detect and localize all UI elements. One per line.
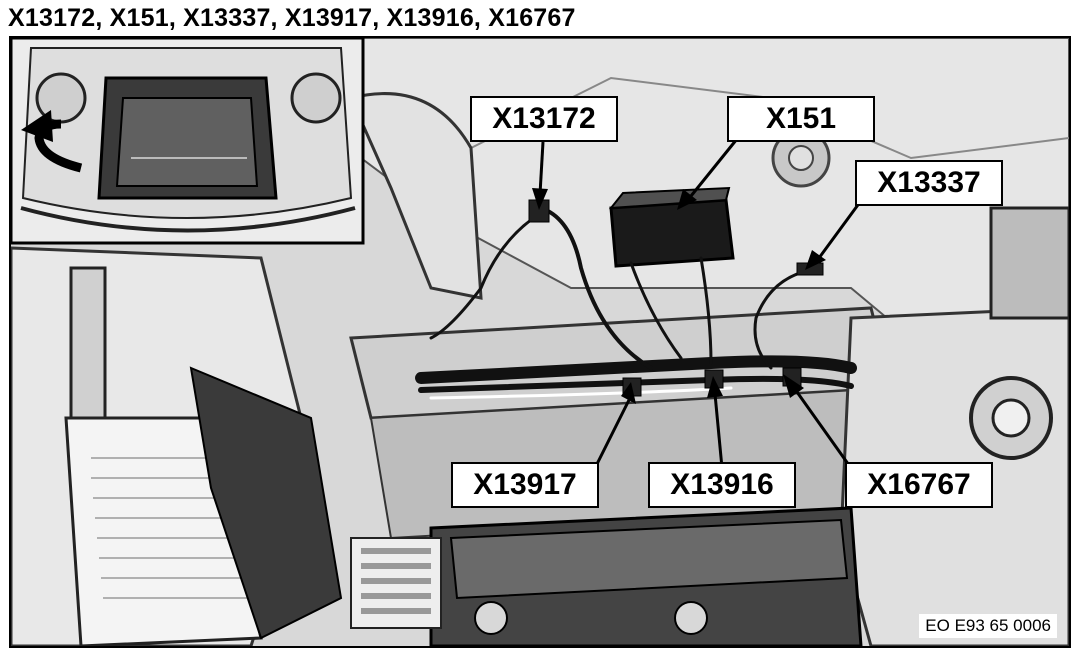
callout-x151: X151	[727, 96, 875, 142]
leader-arrowheads	[532, 188, 826, 404]
location-inset	[11, 38, 365, 245]
orientation-arrow-icon	[21, 110, 83, 173]
strut-rod	[69, 266, 107, 420]
figure-code: EO E93 65 0006	[919, 614, 1057, 638]
callout-x16767: X16767	[845, 462, 993, 508]
callout-x13172-label: X13172	[492, 102, 596, 135]
leader-lines	[538, 133, 865, 469]
main-wiring-harness	[415, 355, 857, 384]
diagram-frame: X13172 X151 X13337 X13917 X13916 X16767 …	[9, 36, 1071, 648]
callout-x13916-label: X13916	[670, 468, 774, 501]
callout-x13917-label: X13917	[473, 468, 577, 501]
page-title: X13172, X151, X13337, X13917, X13916, X1…	[8, 4, 576, 32]
wiring-loom-left	[189, 366, 343, 640]
callout-x13337-label: X13337	[877, 166, 981, 199]
x151-relay-box	[609, 198, 735, 268]
left-bracket	[348, 92, 483, 300]
callout-x13337: X13337	[855, 160, 1003, 206]
callout-x16767-label: X16767	[867, 468, 971, 501]
callout-x13916: X13916	[648, 462, 796, 508]
callout-x13917: X13917	[451, 462, 599, 508]
callout-x13172: X13172	[470, 96, 618, 142]
callout-x151-label: X151	[765, 102, 837, 135]
